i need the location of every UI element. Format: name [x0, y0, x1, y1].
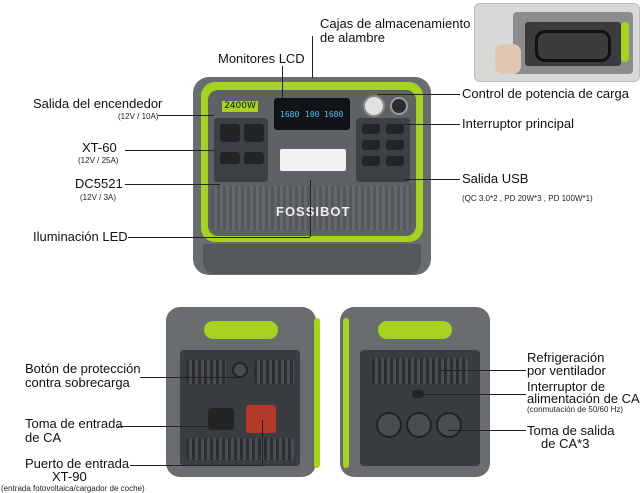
- ac-outlet: [376, 412, 402, 438]
- label-ac-switch-sub: (conmutación de 50/60 Hz): [527, 405, 624, 414]
- storage-box-photo: [474, 3, 640, 82]
- leader-ac-switch: [422, 394, 526, 395]
- vent-left: [186, 360, 226, 384]
- ac-power-switch[interactable]: [412, 390, 424, 398]
- usb-port: [386, 124, 404, 134]
- usb-port: [362, 124, 380, 134]
- label-usb-sub: (QC 3.0*2 , PD 20W*3 , PD 100W*1): [462, 194, 593, 203]
- usb-port: [362, 156, 380, 166]
- leader-xt90: [130, 465, 262, 466]
- label-lcd: Monitores LCD: [218, 51, 305, 66]
- side-green-strip: [314, 318, 320, 468]
- label-ac-switch-1: Interruptor de: [527, 379, 606, 394]
- leader-ac-in: [118, 426, 220, 427]
- ac-input-warning-label: [246, 405, 276, 433]
- lcd-input-value: 1680: [280, 110, 300, 119]
- ac-outlet: [436, 412, 462, 438]
- back-left-handle: [204, 321, 278, 339]
- label-led: Iluminación LED: [33, 229, 128, 244]
- leader-load-control: [378, 94, 460, 95]
- label-ac-out-2: de CA*3: [541, 436, 590, 451]
- label-dc5521: DC5521: [75, 176, 123, 191]
- label-ac-out-1: Toma de salida: [527, 423, 615, 438]
- load-control-knob[interactable]: [363, 95, 385, 117]
- lcd-screen: 1680 100 1680: [274, 98, 350, 130]
- brand-logo: FOSSIBOT: [276, 204, 351, 219]
- leader-lighter: [158, 115, 214, 116]
- leader-storage: [312, 36, 313, 78]
- front-base: [203, 244, 421, 274]
- label-main-switch: Interruptor principal: [462, 116, 574, 131]
- leader-dc5521: [125, 184, 220, 185]
- leader-main-switch: [404, 124, 460, 125]
- leader-overload: [140, 377, 238, 378]
- leader-fan: [440, 370, 526, 371]
- label-usb: Salida USB: [462, 171, 529, 186]
- lcd-battery-value: 100: [305, 110, 320, 119]
- wattage-badge: 2400W: [222, 101, 258, 112]
- dc5521-port: [244, 152, 264, 164]
- label-xt90-2: XT-90: [52, 469, 87, 484]
- label-dc5521-sub: (12V / 3A): [80, 193, 117, 202]
- label-lighter-sub: (12V / 10A): [118, 112, 159, 121]
- leader-led: [128, 237, 310, 238]
- leader-ac-out: [448, 430, 526, 431]
- leader-led-v: [310, 180, 311, 237]
- label-fan-1: Refrigeración: [527, 350, 605, 365]
- lighter-socket: [220, 124, 240, 142]
- vent-right: [254, 360, 294, 384]
- label-load-control: Control de potencia de carga: [462, 86, 629, 101]
- leader-xt60: [125, 150, 215, 151]
- overload-button[interactable]: [232, 362, 248, 378]
- label-xt60: XT-60: [82, 140, 117, 155]
- leader-usb: [404, 179, 460, 180]
- label-ac-in-1: Toma de entrada: [25, 416, 123, 431]
- lighter-socket: [244, 124, 264, 142]
- label-lighter: Salida del encendedor: [33, 96, 163, 111]
- cooling-fan: [372, 358, 468, 384]
- xt60-port: [220, 152, 240, 164]
- back-right-handle: [378, 321, 452, 339]
- usb-port: [386, 156, 404, 166]
- leader-lcd: [282, 66, 283, 98]
- label-overload-1: Botón de protección: [25, 361, 141, 376]
- ac-input-socket: [208, 408, 234, 430]
- label-fan-2: por ventilador: [527, 363, 606, 378]
- usb-port: [362, 140, 380, 150]
- label-ac-switch-2: alimentación de CA: [527, 391, 640, 406]
- ac-outlet: [406, 412, 432, 438]
- usb-port: [386, 140, 404, 150]
- label-xt90-sub: (entrada fotovoltaica/cargador de coche): [1, 484, 145, 493]
- front-grill: [211, 186, 411, 230]
- main-power-button[interactable]: [390, 97, 408, 115]
- leader-xt90-v: [262, 420, 263, 466]
- label-ac-in-2: de CA: [25, 430, 62, 445]
- label-xt90-1: Puerto de entrada: [25, 456, 130, 471]
- label-storage: Cajas de almacenamiento de alambre: [320, 16, 471, 45]
- vent-bottom: [186, 438, 294, 460]
- label-xt60-sub: (12V / 25A): [78, 156, 119, 165]
- label-overload-2: contra sobrecarga: [25, 375, 130, 390]
- side-green-strip: [343, 318, 349, 468]
- lcd-output-value: 1680: [324, 110, 344, 119]
- led-light: [280, 149, 346, 171]
